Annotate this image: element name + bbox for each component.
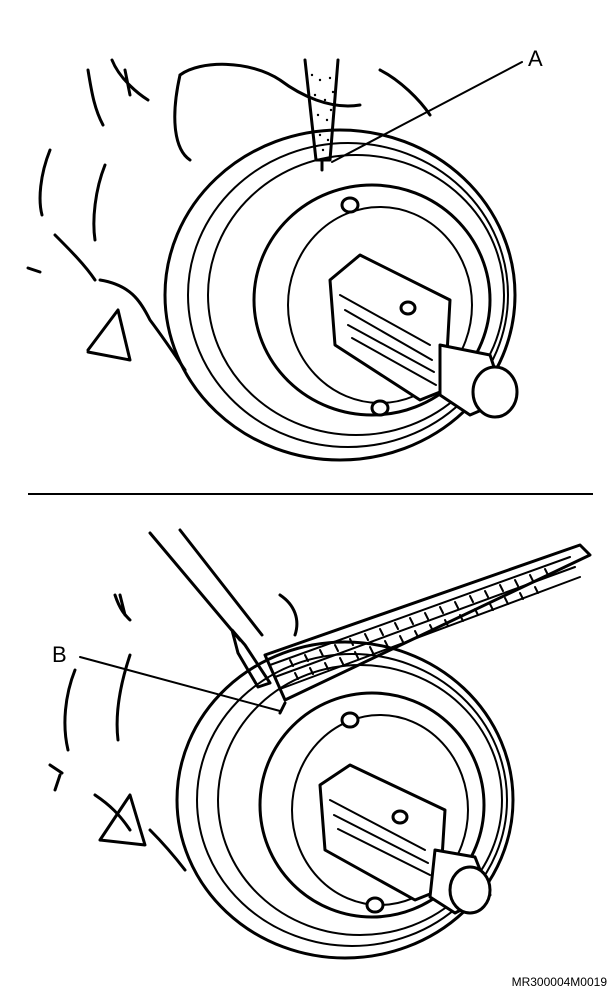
flange-ring-2-lower — [196, 653, 508, 947]
scribe-tool — [148, 528, 272, 689]
top-illustration — [0, 0, 615, 490]
callout-a-label: A — [528, 46, 543, 71]
bolt-bottom-lower — [365, 896, 385, 914]
flange-outer-ring — [163, 128, 517, 462]
figure-divider — [28, 493, 593, 495]
output-shaft — [328, 253, 519, 419]
bottom-illustration — [0, 495, 615, 985]
housing-marking-drawing — [26, 58, 523, 462]
pen-texture — [310, 73, 335, 152]
bolt-bottom — [370, 399, 390, 417]
housing-outline — [26, 58, 187, 372]
bearing-retainer-lower — [258, 691, 486, 919]
housing-top-curve — [173, 62, 432, 162]
flange-ring-3-lower — [217, 664, 503, 936]
output-shaft-lower — [318, 763, 492, 915]
straight-edge-ruler — [263, 543, 592, 702]
flange-measurement-drawing — [48, 528, 592, 960]
callout-b-label: B — [52, 642, 67, 667]
flange-ring-2 — [187, 142, 509, 448]
leader-line-a — [331, 61, 523, 163]
flange-outer-ring-lower — [175, 640, 515, 960]
bearing-retainer — [252, 183, 492, 417]
bolt-top — [340, 196, 360, 214]
leader-line-b — [79, 656, 281, 712]
housing-outline-lower — [48, 593, 299, 872]
bolt-top-lower — [340, 711, 360, 729]
flange-ring-3 — [207, 154, 505, 436]
figure-reference-code: MR300004M0019 — [511, 975, 607, 989]
